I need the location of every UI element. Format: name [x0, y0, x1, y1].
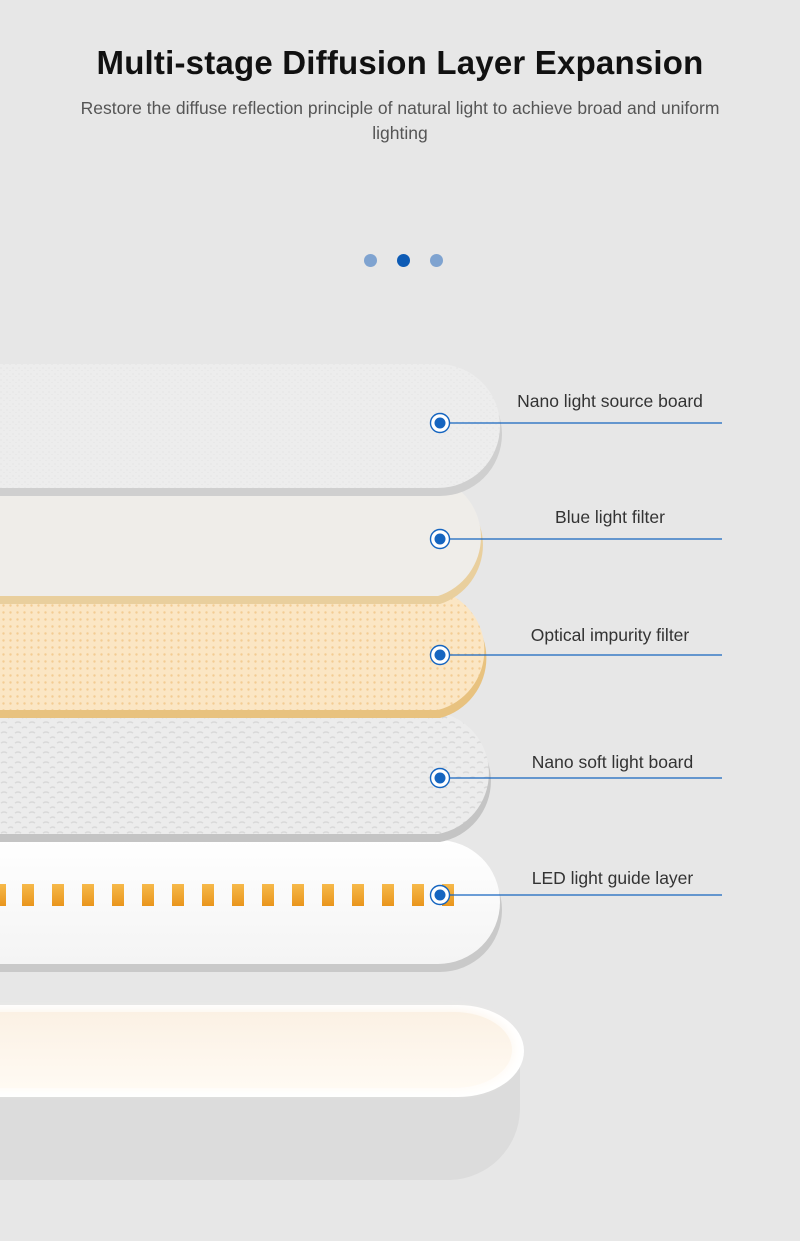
blue-light-filter-layer: [0, 478, 483, 604]
carousel-dot-1[interactable]: [364, 254, 377, 267]
nano-light-source-board-layer: [0, 364, 502, 496]
nano-soft-light-board-layer: [0, 712, 491, 842]
label-blue-light-filter: Blue light filter: [555, 507, 665, 527]
callout-blue-light-filter: [429, 528, 722, 550]
optical-impurity-filter-layer: [0, 590, 487, 718]
carousel-dot-3[interactable]: [430, 254, 443, 267]
callout-nano-soft-light-board: [429, 767, 722, 789]
page-subtitle: Restore the diffuse reflection principle…: [80, 98, 720, 143]
label-led-light-guide-layer: LED light guide layer: [531, 868, 694, 888]
page-title: Multi-stage Diffusion Layer Expansion: [96, 44, 704, 81]
led-light-guide-layer: [0, 840, 502, 972]
label-nano-light-source-board: Nano light source board: [517, 391, 703, 411]
callout-led-light-guide-layer: [429, 884, 722, 906]
callout-optical-impurity-filter: [429, 644, 722, 666]
carousel-pagination: [364, 254, 443, 267]
label-optical-impurity-filter: Optical impurity filter: [530, 625, 690, 645]
callout-nano-light-source-board: [429, 412, 722, 434]
lamp-housing: [0, 1005, 524, 1180]
label-nano-soft-light-board: Nano soft light board: [531, 752, 694, 772]
led-strip: [0, 884, 454, 906]
carousel-dot-2-active[interactable]: [397, 254, 410, 267]
